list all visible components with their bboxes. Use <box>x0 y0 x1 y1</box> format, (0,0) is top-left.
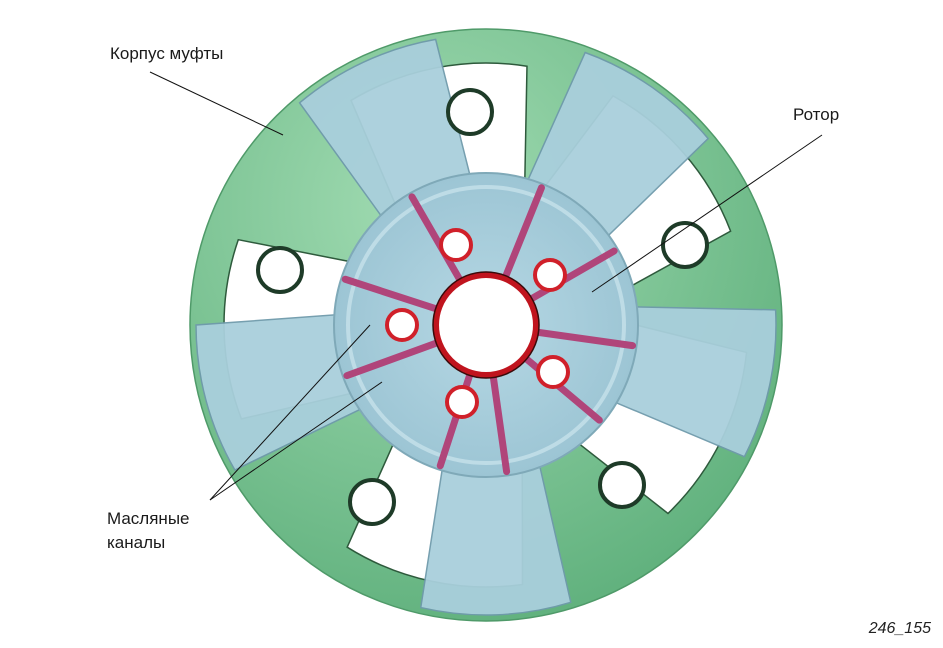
figure-number: 246_155 <box>868 620 931 637</box>
oil-channel-leader-1 <box>209 324 371 501</box>
vane <box>419 454 572 616</box>
vane <box>604 305 777 458</box>
rotor-hole <box>445 385 479 419</box>
oil-channel <box>341 275 441 313</box>
rotor-leader <box>591 134 823 293</box>
bolt-hole <box>661 221 709 269</box>
vane <box>522 51 710 245</box>
rotor-hole <box>439 228 473 262</box>
oil-channel <box>489 372 511 476</box>
center-bore <box>432 271 540 379</box>
oil-channel <box>501 184 545 281</box>
bolt-hole <box>598 461 646 509</box>
housing-bolt-holes <box>256 88 709 526</box>
vane <box>195 313 372 471</box>
bolt-hole <box>256 246 304 294</box>
oil-channels-label-line1: Масляные <box>107 509 190 528</box>
housing-label: Корпус муфты <box>110 44 224 63</box>
bolt-hole <box>446 88 494 136</box>
leader-lines <box>149 71 823 501</box>
rotor-label: Ротор <box>793 105 840 124</box>
rotor-hole <box>536 355 570 389</box>
rotor-holes <box>385 228 570 419</box>
rotor-hole <box>385 308 419 342</box>
oil-channels-label: Масляные каналы <box>107 507 190 555</box>
oil-channel <box>533 328 637 350</box>
oil-channels-label-line2: каналы <box>107 533 166 552</box>
rotor-vanes <box>195 38 777 616</box>
oil-channel <box>343 339 441 380</box>
housing-leader <box>149 71 284 136</box>
rotor-hole <box>533 258 567 292</box>
vane <box>298 38 474 227</box>
bolt-hole <box>348 478 396 526</box>
oil-channel <box>408 193 464 284</box>
oil-channel-leader-2 <box>209 381 383 501</box>
